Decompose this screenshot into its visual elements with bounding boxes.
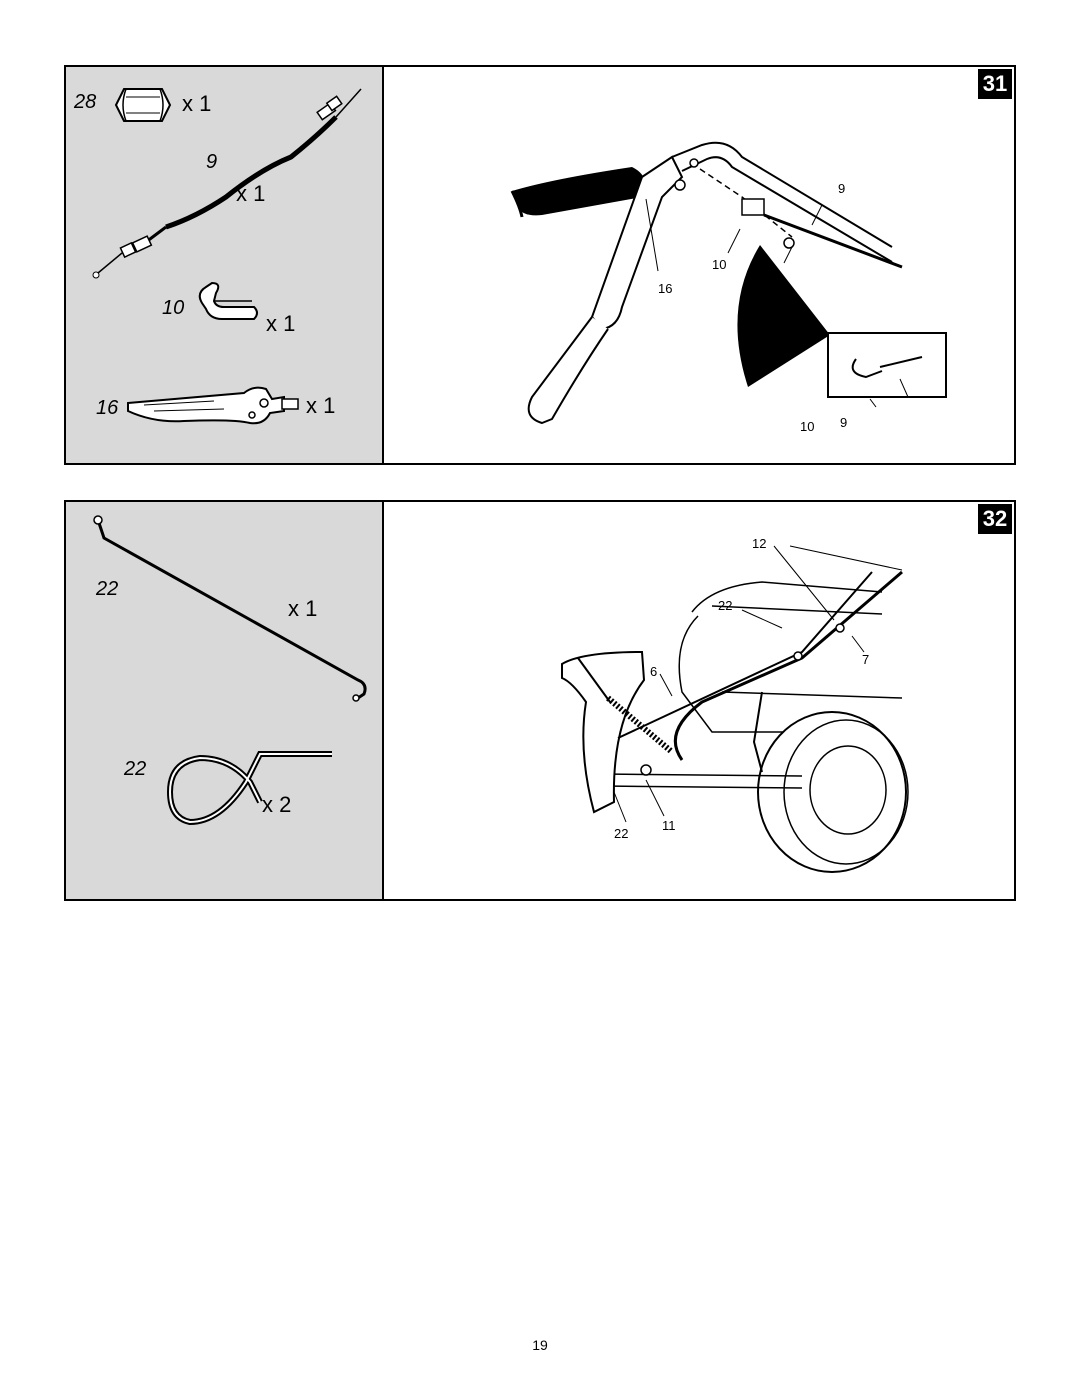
lever-icon: [127, 386, 299, 425]
part-quantity: x 1: [266, 311, 296, 336]
hairpin-cotter-icon: [166, 751, 332, 826]
part-quantity: x 1: [288, 596, 318, 621]
cable-icon: [92, 88, 362, 279]
blade-lift-illustration: [561, 545, 909, 873]
rod-icon: [93, 515, 367, 702]
part-number: 22: [96, 578, 119, 600]
part-number: 9: [206, 151, 218, 173]
callout-label: 9: [840, 415, 848, 430]
callout-label: 10: [800, 419, 815, 434]
cable-clip-icon: [198, 281, 258, 320]
part-number: 10: [162, 297, 185, 319]
callout-label: 12: [752, 536, 767, 551]
parts-list: 22 x 1 22 x 2: [66, 502, 384, 899]
part-number: 28: [74, 91, 97, 113]
lock-nut-icon: [114, 88, 172, 122]
callout-label: 22: [614, 826, 629, 841]
handle-lever-illustration: [510, 141, 947, 425]
callout-label: 22: [718, 598, 733, 613]
page-number: 19: [532, 1337, 548, 1353]
part-number: 22: [124, 758, 147, 780]
callout-label: 9: [838, 181, 846, 196]
part-number: 16: [96, 397, 119, 419]
step-31-panel: 28 x 1 9 x 1 10 x 1 16: [64, 65, 1016, 465]
callout-label: 28: [764, 275, 779, 290]
callout-label: 11: [662, 818, 676, 833]
step-32-panel: 22 x 1 22 x 2 32: [64, 500, 1016, 901]
callout-label: 7: [862, 652, 870, 667]
part-quantity: x 2: [262, 792, 292, 817]
part-quantity: x 1: [236, 181, 266, 206]
callout-label: 10: [712, 257, 727, 272]
step-number: 31: [978, 69, 1012, 99]
callout-label: 6: [650, 664, 658, 679]
step-number: 32: [978, 504, 1012, 534]
part-quantity: x 1: [306, 393, 336, 418]
parts-list: 28 x 1 9 x 1 10 x 1 16: [66, 67, 384, 463]
part-quantity: x 1: [182, 91, 212, 116]
callout-label: 16: [658, 281, 673, 296]
